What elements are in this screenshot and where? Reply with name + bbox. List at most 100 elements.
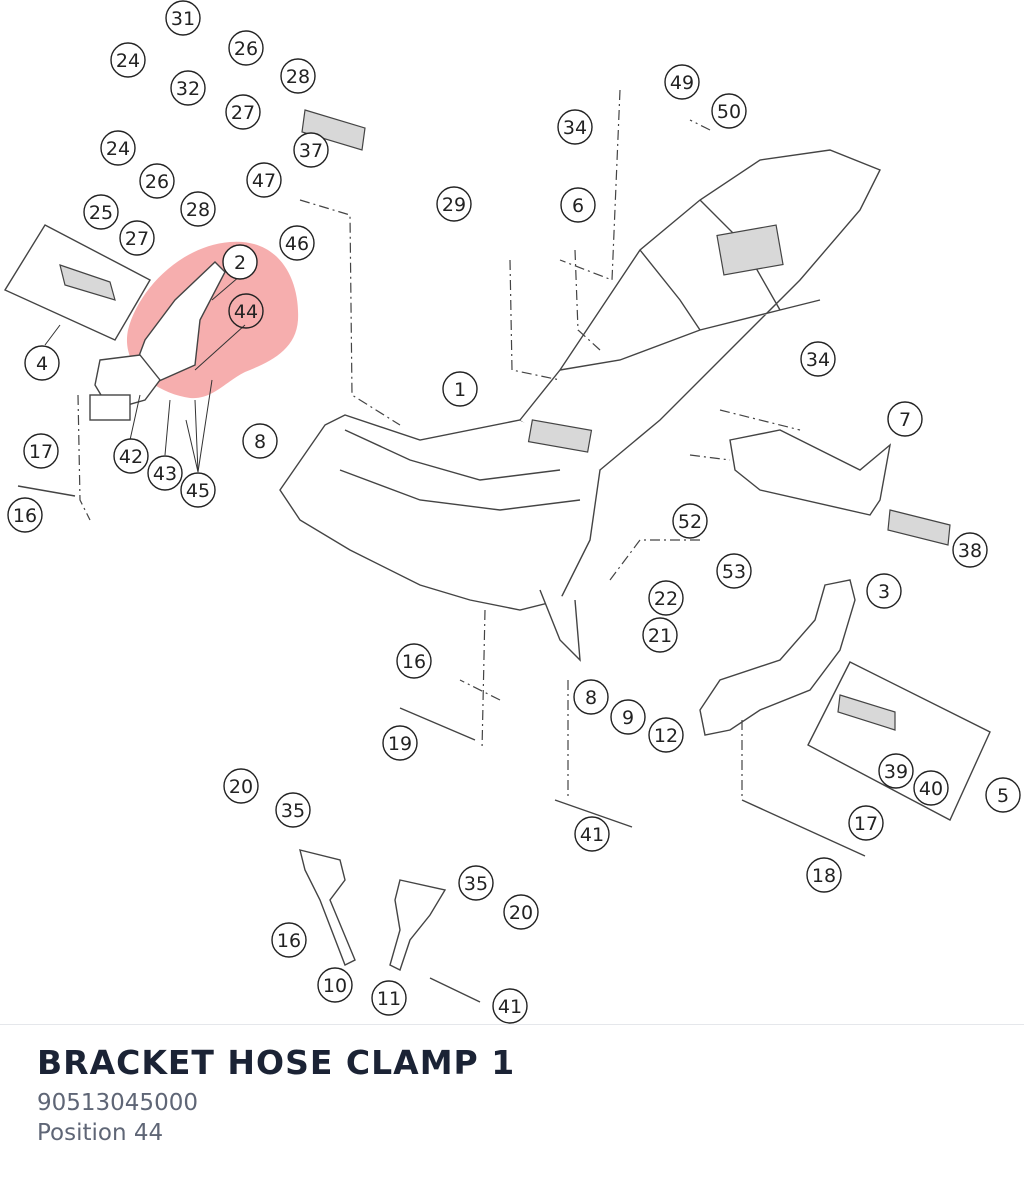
callout-27[interactable]: 27 — [225, 94, 261, 130]
callout-label: 28 — [186, 199, 210, 221]
callout-label: 35 — [281, 800, 305, 822]
callout-label: 24 — [116, 50, 140, 72]
callout-circle — [371, 980, 407, 1016]
callout-8[interactable]: 8 — [242, 423, 278, 459]
callout-12[interactable]: 12 — [648, 717, 684, 753]
callout-7[interactable]: 7 — [887, 401, 923, 437]
callout-circle — [382, 725, 418, 761]
callout-16[interactable]: 16 — [396, 643, 432, 679]
callout-53[interactable]: 53 — [716, 553, 752, 589]
callout-circle — [878, 753, 914, 789]
callout-label: 39 — [884, 761, 908, 783]
callout-26[interactable]: 26 — [139, 163, 175, 199]
callout-20[interactable]: 20 — [223, 768, 259, 804]
callout-41[interactable]: 41 — [574, 816, 610, 852]
callout-24[interactable]: 24 — [100, 130, 136, 166]
callout-label: 20 — [509, 902, 533, 924]
callout-label: 2 — [234, 252, 246, 274]
callout-label: 34 — [806, 349, 830, 371]
callout-35[interactable]: 35 — [275, 792, 311, 828]
callout-19[interactable]: 19 — [382, 725, 418, 761]
callout-3[interactable]: 3 — [866, 573, 902, 609]
callout-label: 4 — [36, 353, 48, 375]
callout-52[interactable]: 52 — [672, 503, 708, 539]
link-arm-11 — [389, 879, 447, 971]
callout-46[interactable]: 46 — [279, 225, 315, 261]
callout-label: 18 — [812, 865, 836, 887]
callout-label: 6 — [572, 195, 584, 217]
callout-22[interactable]: 22 — [648, 580, 684, 616]
callout-16[interactable]: 16 — [271, 922, 307, 958]
callout-44[interactable]: 44 — [228, 293, 264, 329]
callout-circle — [7, 497, 43, 533]
callout-16[interactable]: 16 — [7, 497, 43, 533]
callout-label: 5 — [997, 785, 1009, 807]
callout-label: 21 — [648, 625, 672, 647]
callout-circle — [280, 58, 316, 94]
callout-18[interactable]: 18 — [806, 857, 842, 893]
callout-2[interactable]: 2 — [222, 244, 258, 280]
callout-8[interactable]: 8 — [573, 679, 609, 715]
callout-17[interactable]: 17 — [848, 805, 884, 841]
callout-circle — [458, 865, 494, 901]
callout-circle — [110, 42, 146, 78]
callout-21[interactable]: 21 — [642, 617, 678, 653]
callout-43[interactable]: 43 — [147, 455, 183, 491]
callout-24[interactable]: 24 — [110, 42, 146, 78]
footrest-bracket-right — [699, 579, 856, 736]
callout-circle — [223, 768, 259, 804]
callout-circle — [225, 94, 261, 130]
callout-35[interactable]: 35 — [458, 865, 494, 901]
callout-10[interactable]: 10 — [317, 967, 353, 1003]
callout-31[interactable]: 31 — [165, 0, 201, 36]
callout-37[interactable]: 37 — [293, 132, 329, 168]
callout-circle — [436, 186, 472, 222]
part-title: BRACKET HOSE CLAMP 1 — [37, 1043, 516, 1082]
callout-20[interactable]: 20 — [503, 894, 539, 930]
callout-49[interactable]: 49 — [664, 64, 700, 100]
callout-34[interactable]: 34 — [800, 341, 836, 377]
callout-28[interactable]: 28 — [180, 191, 216, 227]
callout-9[interactable]: 9 — [610, 699, 646, 735]
callout-32[interactable]: 32 — [170, 70, 206, 106]
callout-17[interactable]: 17 — [23, 433, 59, 469]
callout-label: 10 — [323, 975, 347, 997]
callout-circle — [664, 64, 700, 100]
callout-34[interactable]: 34 — [557, 109, 593, 145]
callout-label: 28 — [286, 66, 310, 88]
callout-40[interactable]: 40 — [913, 770, 949, 806]
callout-26[interactable]: 26 — [228, 30, 264, 66]
callout-42[interactable]: 42 — [113, 438, 149, 474]
footrest-bracket-left — [89, 261, 226, 421]
callout-47[interactable]: 47 — [246, 162, 282, 198]
callout-label: 29 — [442, 194, 466, 216]
callout-38[interactable]: 38 — [952, 532, 988, 568]
callout-39[interactable]: 39 — [878, 753, 914, 789]
callout-circle — [113, 438, 149, 474]
callout-29[interactable]: 29 — [436, 186, 472, 222]
callout-27[interactable]: 27 — [119, 220, 155, 256]
callout-5[interactable]: 5 — [985, 777, 1021, 813]
callout-circle — [139, 163, 175, 199]
assembly-guide-lines — [77, 89, 801, 800]
callout-circle — [293, 132, 329, 168]
callout-circle — [800, 341, 836, 377]
callout-50[interactable]: 50 — [711, 93, 747, 129]
callout-label: 25 — [89, 202, 113, 224]
passenger-peg-38 — [887, 509, 951, 546]
callout-label: 19 — [388, 733, 412, 755]
callout-label: 50 — [717, 101, 741, 123]
callout-circle — [642, 617, 678, 653]
callout-41[interactable]: 41 — [492, 988, 528, 1024]
callout-circle — [672, 503, 708, 539]
callout-circle — [242, 423, 278, 459]
callout-6[interactable]: 6 — [560, 187, 596, 223]
callout-label: 49 — [670, 72, 694, 94]
callout-1[interactable]: 1 — [442, 371, 478, 407]
callout-28[interactable]: 28 — [280, 58, 316, 94]
callout-circle — [271, 922, 307, 958]
callout-11[interactable]: 11 — [371, 980, 407, 1016]
callout-45[interactable]: 45 — [180, 472, 216, 508]
callout-25[interactable]: 25 — [83, 194, 119, 230]
callout-4[interactable]: 4 — [24, 345, 60, 381]
